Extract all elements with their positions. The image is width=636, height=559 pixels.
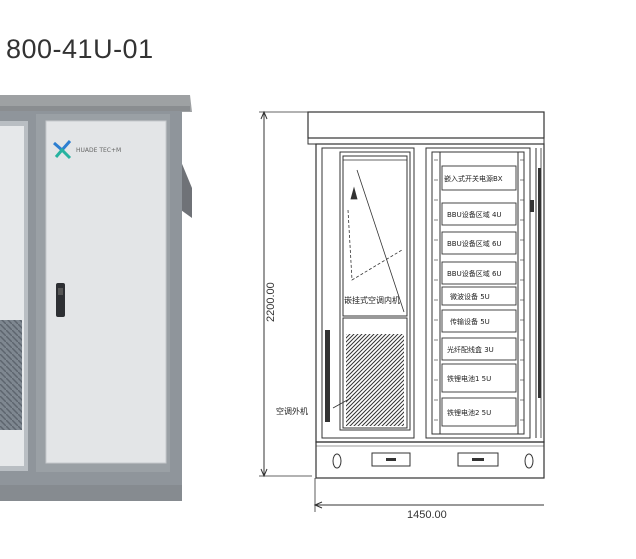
rack-item: 微波设备 5U bbox=[450, 292, 490, 301]
ac-outdoor-label: 空调外机 bbox=[276, 406, 308, 416]
width-dimension-label: 1450.00 bbox=[407, 509, 447, 521]
cabinet-photo: HUADE TEC+M bbox=[0, 95, 192, 501]
rack-item: BBU设备区域 6U bbox=[447, 239, 502, 248]
rack-item: BBU设备区域 6U bbox=[447, 269, 502, 278]
cabinet-technical-drawing bbox=[259, 110, 545, 512]
brand-logo-icon bbox=[53, 140, 72, 160]
rack-item: 铁锂电池2 5U bbox=[447, 408, 491, 417]
rack-item: 铁锂电池1 5U bbox=[447, 374, 491, 383]
ac-vent-grille bbox=[346, 334, 404, 426]
rack-item-labels: 嵌入式开关电源BX BBU设备区域 4U BBU设备区域 6U BBU设备区域 … bbox=[444, 174, 503, 417]
rack-item: 光纤配线盒 3U bbox=[447, 345, 494, 354]
height-dimension-label: 2200.00 bbox=[265, 282, 277, 322]
door-handle-icon bbox=[56, 283, 65, 317]
rack-item: 传输设备 5U bbox=[450, 317, 490, 326]
brand-logo-text: HUADE TEC+M bbox=[76, 147, 121, 154]
ac-indoor-label: 嵌挂式空调内机 bbox=[344, 295, 400, 305]
product-model-title: 800-41U-01 bbox=[6, 34, 154, 64]
rack-item: 嵌入式开关电源BX bbox=[444, 174, 503, 183]
rack-item: BBU设备区域 4U bbox=[447, 210, 502, 219]
